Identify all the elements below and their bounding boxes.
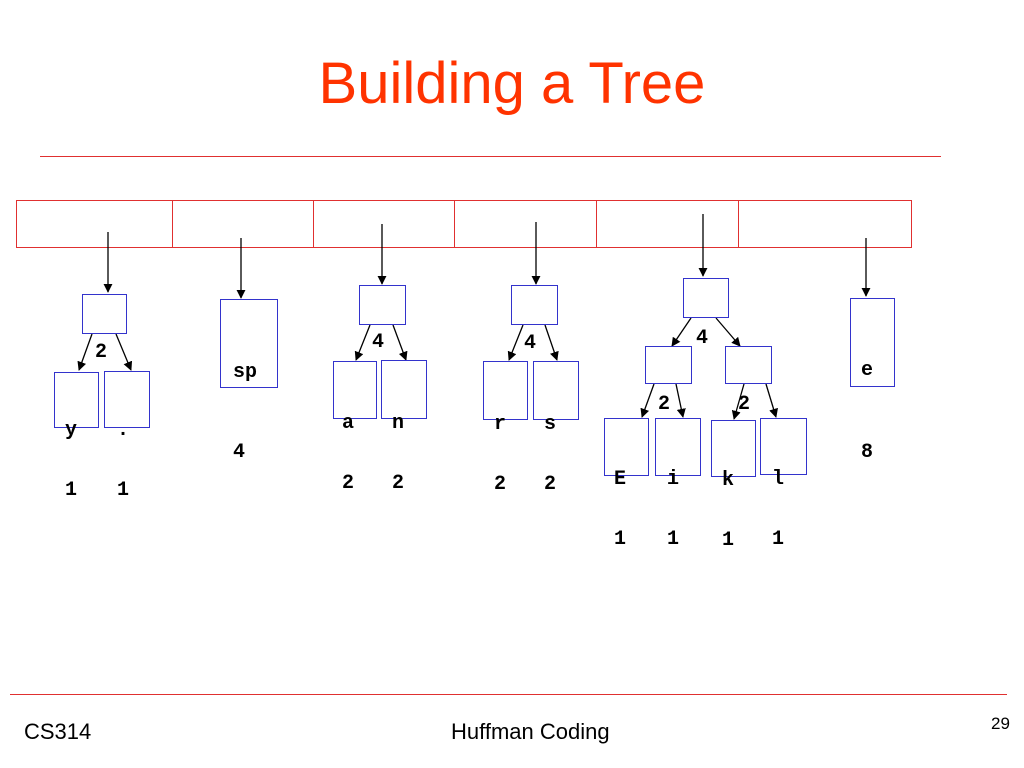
node-frequency: 4 — [372, 331, 385, 354]
leaf-node: a 2 — [333, 361, 377, 494]
tree-edge — [715, 317, 741, 347]
leaf-node: n 2 — [381, 360, 427, 494]
leaf-node: e 8 — [850, 298, 895, 464]
title-divider — [40, 156, 941, 157]
node-character: l — [772, 468, 785, 491]
tree-edge — [77, 333, 93, 371]
tree-node: 2 — [645, 346, 692, 415]
leaf-node: k 1 — [711, 420, 756, 551]
queue-slot — [596, 201, 739, 247]
queue-slot — [17, 201, 173, 247]
node-frequency: 2 — [392, 472, 405, 495]
leaf-node: y 1 — [54, 372, 99, 501]
page-number: 29 — [991, 714, 1010, 733]
tree-edge — [392, 324, 408, 361]
node-frequency: 2 — [342, 472, 355, 495]
node-character: r — [494, 413, 507, 436]
node-character: k — [722, 469, 735, 492]
leaf-node: r 2 — [483, 361, 528, 495]
tree-edge — [507, 324, 524, 361]
node-frequency: 4 — [524, 332, 537, 355]
tree-edge — [354, 324, 371, 361]
tree-node: 2 — [82, 294, 127, 363]
node-character: y — [65, 419, 78, 442]
node-character: E — [614, 468, 627, 491]
node-frequency: 1 — [722, 529, 735, 552]
tree-node: 4 — [511, 285, 558, 354]
node-character: s — [544, 413, 557, 436]
slide-title: Building a Tree — [318, 51, 706, 116]
tree-edge — [765, 383, 778, 418]
footer-divider — [10, 694, 1007, 695]
queue-slot — [454, 201, 597, 247]
queue-slot — [313, 201, 455, 247]
node-character: i — [667, 468, 680, 491]
node-frequency: 2 — [544, 473, 557, 496]
node-frequency: 1 — [614, 528, 627, 551]
tree-edge — [731, 383, 745, 420]
node-frequency: 1 — [65, 479, 78, 502]
node-frequency: 2 — [738, 393, 751, 416]
leaf-node: E 1 — [604, 418, 649, 550]
tree-node: 4 — [359, 285, 406, 353]
tree-node: 2 — [725, 346, 772, 415]
node-character: . — [117, 419, 130, 442]
leaf-node: sp 4 — [220, 299, 278, 464]
footer-course: CS314 — [24, 719, 92, 744]
tree-edge — [671, 317, 692, 347]
tree-edge — [675, 383, 686, 418]
node-frequency: 1 — [117, 479, 130, 502]
leaf-node: l 1 — [760, 418, 807, 550]
queue-slot — [172, 201, 314, 247]
node-frequency: 8 — [861, 441, 874, 464]
node-frequency: 2 — [494, 473, 507, 496]
tree-edge — [640, 383, 655, 418]
node-frequency: 1 — [667, 528, 680, 551]
tree-edge — [115, 333, 133, 371]
node-frequency: 1 — [772, 528, 785, 551]
priority-queue — [16, 200, 912, 248]
node-character: sp — [233, 361, 258, 384]
tree-node: 4 — [683, 278, 729, 349]
node-frequency: 2 — [95, 341, 108, 364]
leaf-node: . 1 — [104, 371, 150, 501]
leaf-node: i 1 — [655, 418, 701, 550]
node-frequency: 2 — [658, 393, 671, 416]
node-frequency: 4 — [233, 441, 246, 464]
node-frequency: 4 — [696, 327, 709, 350]
node-character: n — [392, 412, 405, 435]
node-character: e — [861, 359, 874, 382]
tree-edge — [544, 324, 559, 361]
footer-topic: Huffman Coding — [451, 719, 610, 744]
node-character: a — [342, 412, 355, 435]
leaf-node: s 2 — [533, 361, 579, 495]
